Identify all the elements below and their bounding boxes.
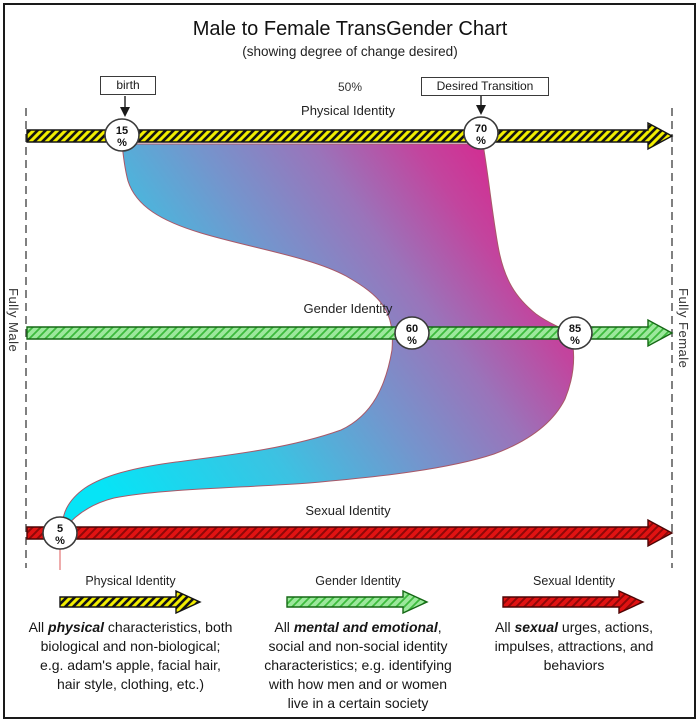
page-title: Male to Female TransGender Chart [192,18,508,40]
legend-gender-arrow [286,590,429,614]
legend-physical-arrow [58,590,202,614]
marker-gender-desired: 85 % [557,316,593,350]
physical-identity-axis-label: Physical Identity [301,103,395,118]
legend-gender-title: Gender Identity [315,574,401,588]
legend-physical-title: Physical Identity [85,574,176,588]
fully-female-label: Fully Female [676,288,691,369]
legend-sexual-title: Sexual Identity [533,574,615,588]
legend-sexual-arrow [502,590,645,614]
fully-male-label: Fully Male [6,288,21,353]
legend-gender-text: All mental and emotional, social and non… [264,619,452,711]
marker-unit: % [117,137,127,149]
legend-gender: Gender Identity All mental and emotional… [258,574,458,713]
marker-value: 70 [475,123,487,135]
legend-physical-text: All physical characteristics, both biolo… [28,619,233,692]
marker-value: 60 [406,323,418,335]
marker-value: 5 [57,523,63,535]
gender-identity-arrow [26,318,674,348]
desired-transition-leader-arrow [476,96,486,115]
marker-sexual-current: 5 % [42,516,78,550]
marker-value: 15 [116,125,128,137]
birth-callout: birth [100,76,156,95]
page-subtitle: (showing degree of change desired) [242,44,458,59]
legend-sexual: Sexual Identity All sexual urges, action… [474,574,674,675]
marker-unit: % [55,535,65,547]
legend-physical: Physical Identity All physical character… [28,574,233,694]
marker-unit: % [407,335,417,347]
marker-gender-current: 60 % [394,316,430,350]
midpoint-label: 50% [337,80,363,94]
legend-sexual-text: All sexual urges, actions, impulses, att… [494,619,654,673]
marker-physical-desired: 70 % [463,116,499,150]
gender-identity-axis-label: Gender Identity [303,301,393,316]
marker-value: 85 [569,323,581,335]
sexual-identity-axis-label: Sexual Identity [305,503,391,518]
marker-unit: % [570,335,580,347]
marker-unit: % [476,135,486,147]
marker-physical-birth: 15 % [104,118,140,152]
birth-leader-arrow [120,96,130,117]
sexual-identity-arrow [26,518,674,548]
desired-transition-callout: Desired Transition [421,77,549,96]
